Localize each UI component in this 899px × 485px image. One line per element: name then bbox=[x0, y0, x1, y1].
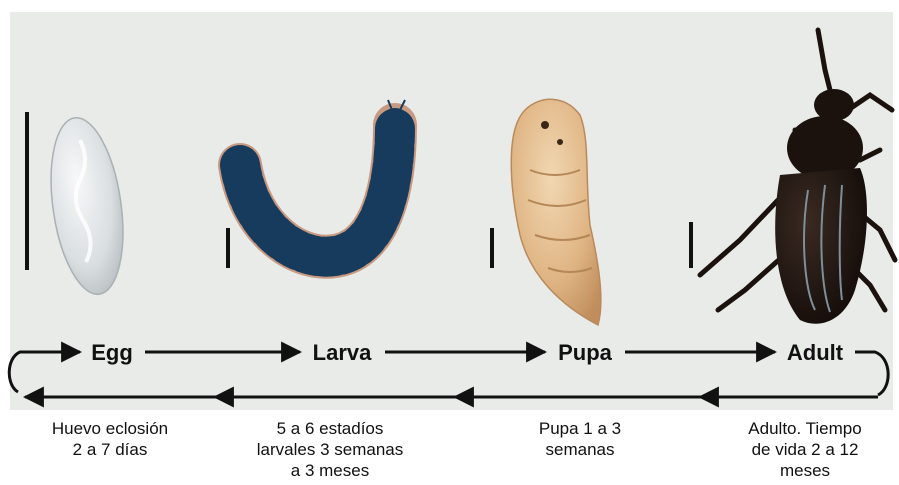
loop-right-arrow bbox=[855, 352, 888, 395]
caption-adult: Adulto. Tiempo de vida 2 a 12 meses bbox=[725, 418, 885, 481]
larva-scale-bar bbox=[226, 228, 230, 268]
caption-egg: Huevo eclosión 2 a 7 días bbox=[30, 418, 190, 460]
pupa-scale-bar bbox=[490, 228, 494, 268]
stage-label-egg: Egg bbox=[91, 340, 133, 365]
stage-label-larva: Larva bbox=[313, 340, 372, 365]
stage-label-adult: Adult bbox=[787, 340, 844, 365]
caption-line: Pupa 1 a 3 bbox=[505, 418, 655, 439]
forward-arrow-row bbox=[9, 352, 888, 395]
caption-line: 2 a 7 días bbox=[30, 439, 190, 460]
caption-line: meses bbox=[725, 460, 885, 481]
caption-larva: 5 a 6 estadíos larvales 3 semanas a 3 me… bbox=[240, 418, 420, 481]
egg-scale-bar bbox=[25, 112, 29, 270]
pupa-icon bbox=[511, 99, 601, 325]
caption-pupa: Pupa 1 a 3 semanas bbox=[505, 418, 655, 460]
adult-scale-bar bbox=[689, 222, 693, 268]
caption-line: Adulto. Tiempo bbox=[725, 418, 885, 439]
larva-icon bbox=[240, 100, 410, 257]
caption-line: 5 a 6 estadíos bbox=[240, 418, 420, 439]
egg-icon bbox=[41, 113, 133, 299]
adult-beetle-icon bbox=[700, 30, 895, 324]
stage-label-pupa: Pupa bbox=[558, 340, 613, 365]
caption-line: Huevo eclosión bbox=[30, 418, 190, 439]
loop-left-arrow bbox=[9, 352, 80, 392]
caption-line: de vida 2 a 12 bbox=[725, 439, 885, 460]
caption-line: a 3 meses bbox=[240, 460, 420, 481]
caption-line: larvales 3 semanas bbox=[240, 439, 420, 460]
caption-line: semanas bbox=[505, 439, 655, 460]
